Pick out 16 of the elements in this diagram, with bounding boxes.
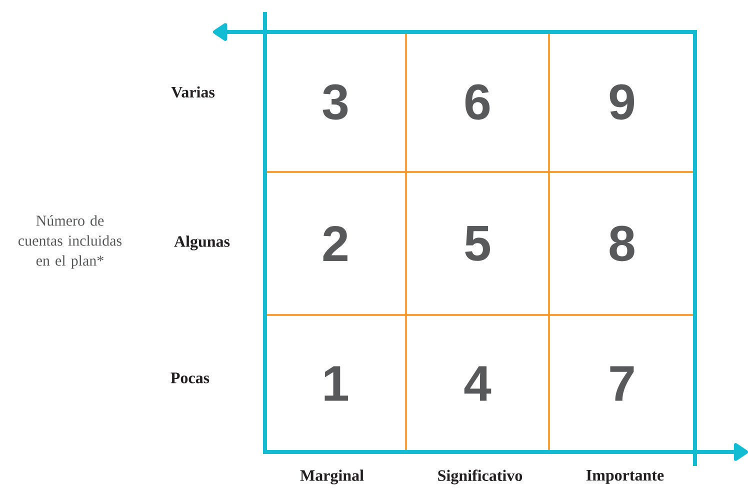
axis-title: Número de cuentas incluidas en el plan*: [18, 215, 122, 269]
grid-cell: 5: [405, 171, 550, 316]
grid-cell: 4: [405, 314, 550, 453]
row-label: Varias: [171, 86, 215, 98]
grid-cell: 1: [264, 314, 407, 453]
grid-cell: 7: [548, 314, 696, 453]
column-label: Marginal: [300, 470, 364, 484]
grid-cell: 3: [264, 31, 407, 173]
column-label: Importante: [586, 470, 664, 484]
grid-cell: 2: [264, 171, 407, 316]
column-label: Significativo: [438, 470, 522, 484]
row-label: Algunas: [174, 236, 230, 250]
grid-cell: 6: [405, 31, 550, 173]
row-label: Pocas: [170, 372, 210, 384]
grid-cell: 9: [548, 31, 696, 173]
grid-cell: 8: [548, 171, 696, 316]
